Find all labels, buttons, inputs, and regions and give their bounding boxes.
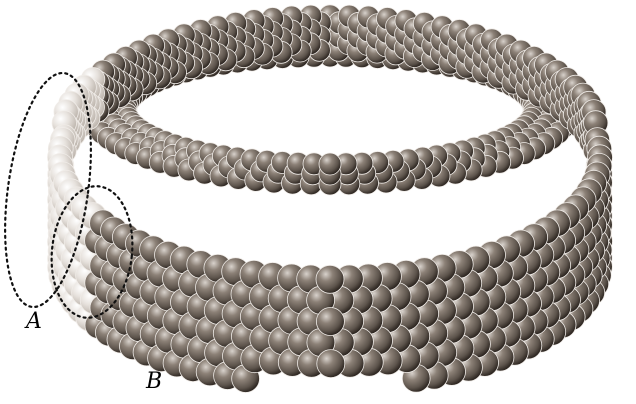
sphere [316, 308, 344, 336]
region-a-label: A [26, 311, 42, 333]
region-b-label: B [146, 371, 162, 393]
sphere [319, 153, 341, 175]
sphere [317, 350, 345, 378]
sphere-layer [48, 5, 613, 393]
sphere [316, 265, 344, 293]
